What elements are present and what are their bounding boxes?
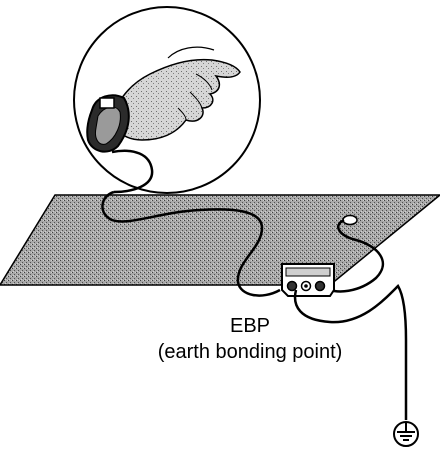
ebp-label: EBP	[229, 315, 271, 337]
magnified-view	[73, 6, 261, 194]
wrist-strap-icon	[86, 94, 130, 153]
earth-bonding-point	[281, 263, 335, 297]
ebp-description-label: (earth bonding point)	[157, 341, 343, 363]
hand-icon	[111, 46, 241, 141]
earth-lead	[293, 283, 408, 420]
mat-snap-lead	[317, 214, 385, 293]
grounding-cord	[101, 190, 281, 297]
earth-ground-icon	[393, 421, 419, 447]
